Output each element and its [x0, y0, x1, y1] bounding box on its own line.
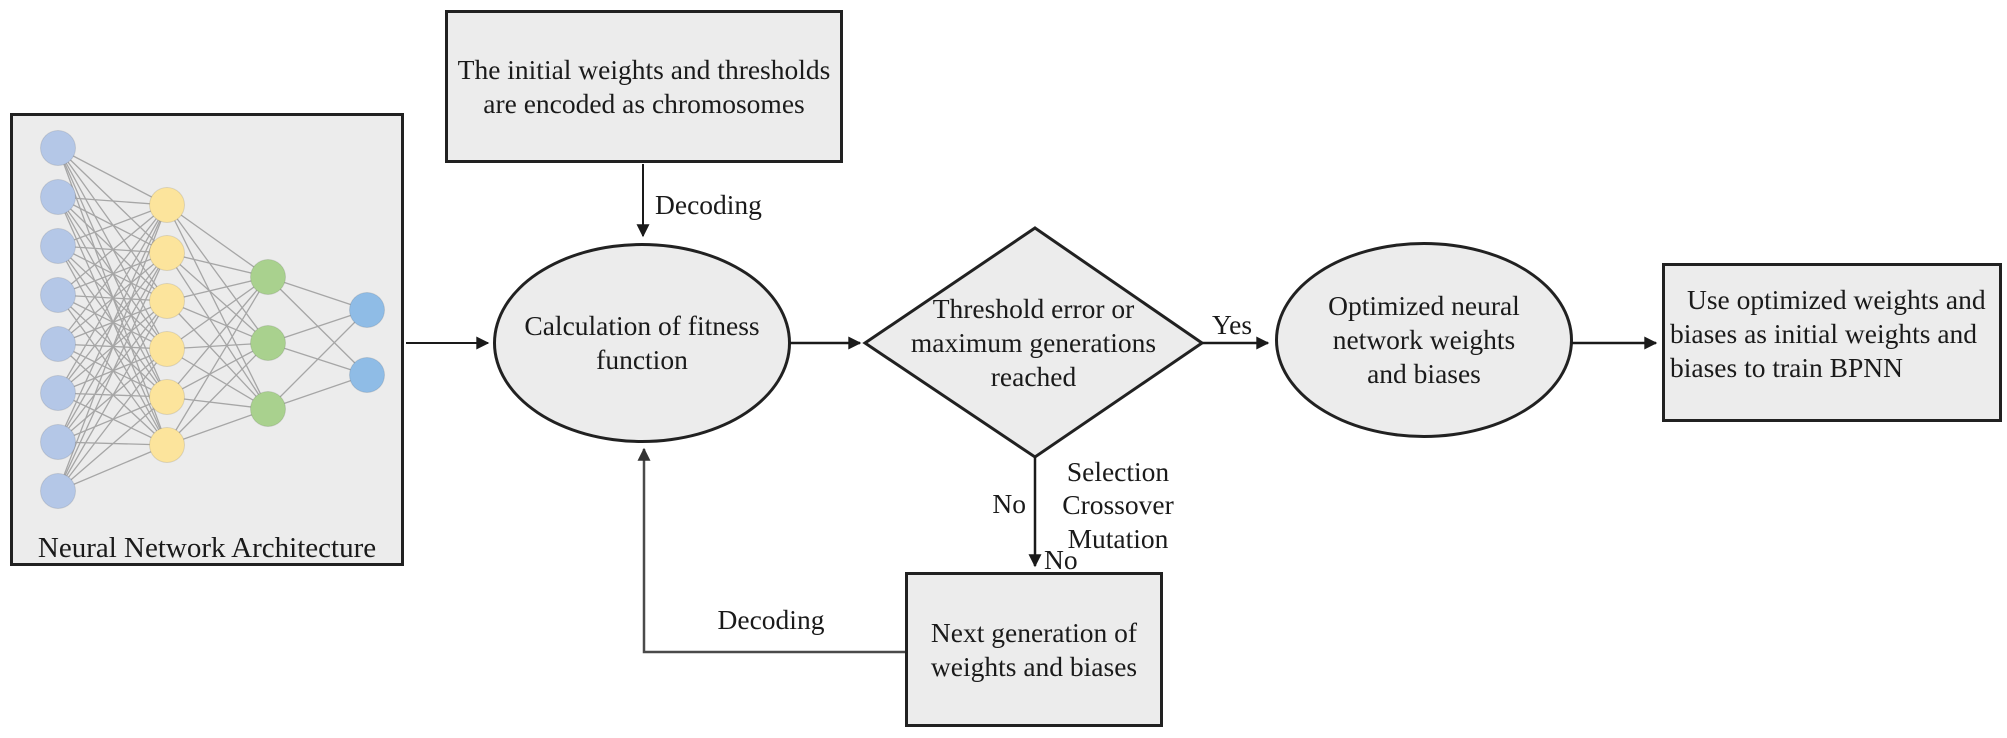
- diamond-line: maximum generations: [910, 326, 1157, 358]
- fitness-ellipse-text: Calculation of fitness function: [493, 243, 791, 443]
- optimized-weights-ellipse: [1275, 242, 1573, 438]
- encode-box-line: are encoded as chromosomes: [483, 87, 805, 119]
- encode-box-line: The initial weights and thresholds: [457, 53, 831, 85]
- neural-network-box: [10, 113, 404, 566]
- nextgen-box-line: weights and biases: [930, 650, 1138, 682]
- optimized-line: Optimized neural: [1328, 290, 1520, 321]
- nextgen-box-line: Next generation of: [930, 616, 1138, 648]
- optimized-line: network weights: [1332, 324, 1516, 355]
- decision-diamond-text: Threshold error or maximum generations r…: [865, 228, 1202, 457]
- yes-label: Yes: [1212, 309, 1253, 340]
- optimized-ellipse-text: Optimized neural network weights and bia…: [1275, 242, 1573, 438]
- optimized-line: and biases: [1367, 358, 1481, 389]
- diamond-line: Threshold error or: [932, 292, 1135, 324]
- diamond-line: reached: [990, 360, 1077, 392]
- decoding-label-top: Decoding: [655, 189, 762, 220]
- decoding-label-feedback: Decoding: [717, 604, 825, 635]
- no-label-left: No: [992, 488, 1026, 519]
- fitness-ellipse: [493, 243, 791, 443]
- mutation-label: Mutation: [1067, 523, 1169, 554]
- selection-label: Selection: [1066, 456, 1170, 487]
- train-box-line: biases to train BPNN: [1670, 352, 1903, 383]
- crossover-label: Crossover: [1062, 489, 1174, 520]
- train-bpnn-box: Use optimized weights and biases as init…: [1662, 263, 2002, 422]
- fitness-line: function: [596, 344, 688, 375]
- encode-chromosomes-box: The initial weights and thresholds are e…: [445, 10, 843, 163]
- next-generation-box: Next generation of weights and biases: [905, 572, 1163, 727]
- train-box-line: Use optimized weights and: [1687, 284, 1986, 315]
- nn-architecture-label: Neural Network Architecture: [37, 532, 377, 564]
- no-label-bottom: No: [1044, 544, 1078, 575]
- train-box-line: biases as initial weights and: [1670, 318, 1978, 349]
- fitness-line: Calculation of fitness: [524, 310, 760, 341]
